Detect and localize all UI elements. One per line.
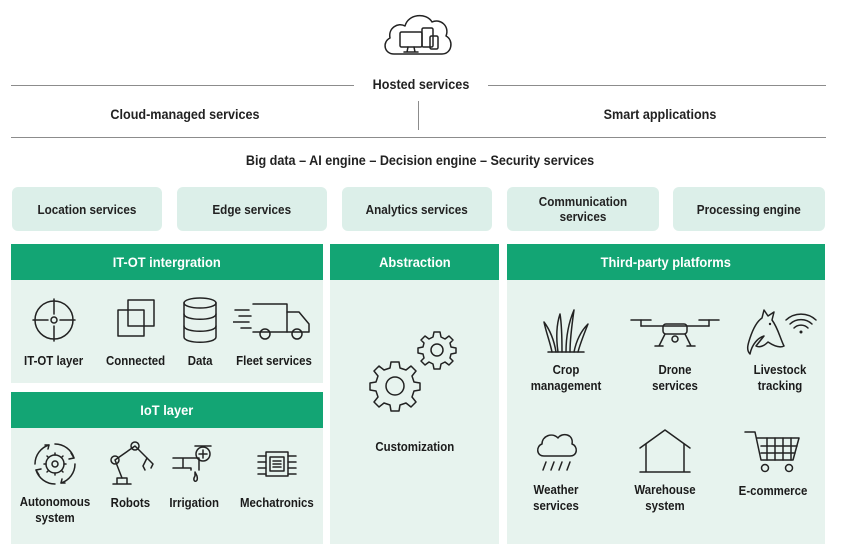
cloud-managed-label: Cloud-managed services <box>110 106 260 122</box>
drone-icon <box>630 319 720 347</box>
iot-panel <box>11 428 323 544</box>
pill-label: Location services <box>37 201 137 217</box>
horse-wifi-icon <box>746 309 817 355</box>
it-ot-layer-item: IT-OT layer <box>18 296 90 370</box>
irrigation-label: Irrigation <box>169 495 219 510</box>
e-commerce-label: E-commerce <box>738 483 808 498</box>
mechatronics-item: Mechatronics <box>232 440 322 512</box>
fleet-services-label: Fleet services <box>236 353 312 368</box>
livestock-tracking-label: Livestock tracking <box>753 362 807 393</box>
pill-edge-services: Edge services <box>177 187 327 231</box>
abstraction-title-bar: Abstraction <box>330 244 499 280</box>
warehouse-system-label: Warehouse system <box>634 482 696 513</box>
mechatronics-label: Mechatronics <box>240 495 314 510</box>
truck-icon <box>233 303 310 340</box>
cloud-devices-icon <box>384 14 452 55</box>
irrigation-item: Irrigation <box>162 440 226 512</box>
chip-icon <box>257 451 297 477</box>
hosted-services-label: Hosted services <box>372 76 470 92</box>
weather-services-item: Weather services <box>516 426 596 515</box>
crosshair-icon <box>32 298 76 342</box>
smart-applications-label: Smart applications <box>603 106 717 122</box>
pill-processing-engine: Processing engine <box>673 187 825 231</box>
fleet-services-item: Fleet services <box>228 296 320 370</box>
customization-label: Customization <box>375 439 455 454</box>
abstraction-panel <box>330 280 499 544</box>
autonomous-gear-icon <box>34 443 76 485</box>
iot-title: IoT layer <box>140 402 194 418</box>
autonomous-system-label: Autonomous system <box>19 494 91 525</box>
warehouse-icon <box>639 429 691 473</box>
third-party-title-bar: Third-party platforms <box>507 244 825 280</box>
it-ot-layer-label: IT-OT layer <box>24 353 84 368</box>
pill-label: Processing engine <box>696 201 802 217</box>
crop-management-label: Crop management <box>530 362 602 393</box>
abstraction-title: Abstraction <box>378 254 451 270</box>
warehouse-system-item: Warehouse system <box>620 426 710 515</box>
e-commerce-item: E-commerce <box>730 426 816 500</box>
crop-icon <box>543 309 589 353</box>
crop-management-item: Crop management <box>516 306 616 395</box>
customization-item: Customization <box>340 326 490 456</box>
database-icon <box>183 297 217 343</box>
overlapping-squares-icon <box>117 299 155 337</box>
pill-label: Analytics services <box>365 201 469 217</box>
drone-services-label: Drone services <box>652 362 698 393</box>
robots-item: Robots <box>100 440 160 512</box>
data-label: Data <box>187 353 213 368</box>
robot-arm-icon <box>110 441 154 485</box>
pill-location-services: Location services <box>12 187 162 231</box>
pill-analytics-services: Analytics services <box>342 187 492 231</box>
connected-item: Connected <box>100 296 172 370</box>
iot-title-bar: IoT layer <box>11 392 323 428</box>
pill-communication-services: Communication services <box>507 187 659 231</box>
connected-label: Connected <box>106 353 166 368</box>
livestock-tracking-item: Livestock tracking <box>734 306 826 395</box>
cart-icon <box>744 431 800 473</box>
gears-icon <box>369 331 457 412</box>
autonomous-system-item: Autonomous system <box>14 440 96 527</box>
weather-services-label: Weather services <box>533 482 579 513</box>
rain-cloud-icon <box>537 433 577 471</box>
it-ot-title: IT-OT intergration <box>112 254 222 270</box>
drone-services-item: Drone services <box>620 306 730 395</box>
data-item: Data <box>170 296 230 370</box>
big-data-line: Big data – AI engine – Decision engine –… <box>245 152 595 168</box>
robots-label: Robots <box>110 495 150 510</box>
valve-icon <box>172 445 212 482</box>
pill-label: Edge services <box>212 201 292 217</box>
third-party-title: Third-party platforms <box>600 254 732 270</box>
it-ot-title-bar: IT-OT intergration <box>11 244 323 280</box>
pill-label: Communication services <box>538 194 628 224</box>
